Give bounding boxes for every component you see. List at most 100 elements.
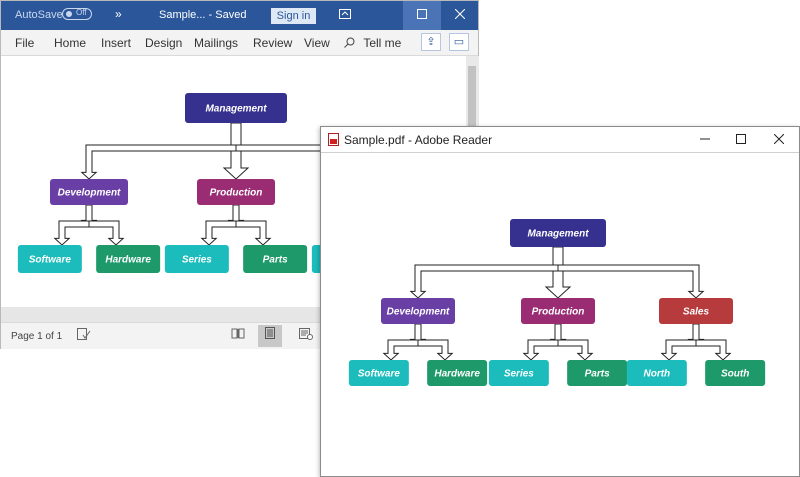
autosave-label: AutoSave [15,9,63,21]
org-node-production-box [521,298,595,324]
tab-mailings[interactable]: Mailings [194,36,239,50]
page-count: Page 1 of 1 [11,331,63,342]
org-node-software-box [348,360,409,386]
org-node-hardware-box [427,360,488,386]
org-node-production-label: Production [532,307,585,318]
connector-arrow [88,220,125,246]
share-icon[interactable]: ⇪ [421,33,441,51]
org-node-development-box [381,298,455,324]
connector-arrow [53,220,90,246]
maximize-icon[interactable] [403,1,441,30]
word-document-title: Sample... - Saved [159,9,247,21]
tell-me-label: Tell me [363,36,402,50]
org-node-production[interactable]: Production [521,298,595,324]
word-title-bar: AutoSave Off » Sample... - Saved Sign in [1,1,478,30]
org-node-parts-box [243,245,308,273]
connector-arrow [382,339,419,361]
tab-file[interactable]: File [15,36,35,50]
ribbon-display-options-icon[interactable] [326,1,364,30]
org-node-hardware[interactable]: Hardware [96,245,161,273]
tab-design[interactable]: Design [145,36,183,50]
close-icon[interactable] [441,1,479,30]
org-node-north-label: North [644,369,671,380]
tab-view[interactable]: View [304,36,330,50]
tab-insert[interactable]: Insert [101,36,132,50]
search-icon [344,37,355,48]
org-node-south-label: South [721,369,749,380]
org-node-management-box [510,219,606,247]
org-node-north[interactable]: North [626,360,687,386]
pdf-file-icon [328,133,339,146]
autosave-toggle[interactable]: Off [62,8,92,20]
org-node-hardware[interactable]: Hardware [427,360,488,386]
word-ribbon-tabs: File Home Insert Design Mailings Review … [1,30,478,56]
org-node-software-label: Software [29,255,72,266]
org-node-sales-label: Sales [683,307,710,318]
connector-arrow [80,144,237,180]
comments-icon[interactable]: ▭ [449,33,469,51]
reader-window-title: Sample.pdf - Adobe Reader [344,133,493,147]
org-node-hardware-box [96,245,161,273]
connector-arrow [522,339,559,361]
connector-arrow [660,339,697,361]
reader-title-bar: Sample.pdf - Adobe Reader [321,127,799,153]
minimize-icon[interactable] [685,127,725,153]
org-node-management[interactable]: Management [185,93,287,123]
maximize-icon[interactable] [721,127,761,153]
org-node-hardware-label: Hardware [434,369,480,380]
proofing-icon[interactable] [75,328,93,344]
org-node-sales[interactable]: Sales [659,298,733,324]
connector-arrow [200,220,237,246]
web-layout-icon[interactable] [297,328,315,344]
org-node-management[interactable]: Management [510,219,606,247]
org-node-series-label: Series [504,369,534,380]
org-node-management-box [185,93,287,123]
org-node-management-label: Management [205,104,267,115]
connector-arrow [557,264,705,299]
org-node-series[interactable]: Series [164,245,229,273]
org-node-parts-label: Parts [585,369,610,380]
org-node-production[interactable]: Production [197,179,275,205]
org-node-series-box [488,360,549,386]
tab-home[interactable]: Home [54,36,87,50]
sign-in-button[interactable]: Sign in [271,8,316,24]
org-node-series-label: Series [182,255,212,266]
read-mode-icon[interactable] [229,328,247,344]
quick-access-more-button[interactable]: » [115,7,122,21]
autosave-state: Off [76,8,87,17]
org-node-south-box [705,360,766,386]
connector-arrow [695,339,732,361]
org-node-development[interactable]: Development [381,298,455,324]
print-layout-icon[interactable] [258,325,282,347]
org-node-management-label: Management [527,229,589,240]
org-node-hardware-label: Hardware [105,255,151,266]
org-node-series-box [164,245,229,273]
org-node-parts-box [567,360,628,386]
org-node-south[interactable]: South [705,360,766,386]
close-icon[interactable] [759,127,799,153]
org-node-parts[interactable]: Parts [243,245,308,273]
tell-me-search[interactable]: Tell me [344,36,401,50]
org-node-series[interactable]: Series [488,360,549,386]
toggle-knob [66,11,72,17]
org-node-development-label: Development [58,188,121,199]
org-node-software[interactable]: Software [17,245,82,273]
connector-arrow [557,339,594,361]
org-node-development-label: Development [387,307,450,318]
org-node-parts-label: Parts [263,255,288,266]
connector-arrow [544,246,572,299]
tab-review[interactable]: Review [253,36,293,50]
org-node-software[interactable]: Software [348,360,409,386]
org-node-production-box [197,179,275,205]
connector-arrow [417,339,454,361]
org-node-parts[interactable]: Parts [567,360,628,386]
org-node-software-box [17,245,82,273]
connector-arrow [409,264,559,299]
org-node-development[interactable]: Development [50,179,128,205]
org-node-north-box [626,360,687,386]
org-node-sales-box [659,298,733,324]
org-node-software-label: Software [358,369,401,380]
